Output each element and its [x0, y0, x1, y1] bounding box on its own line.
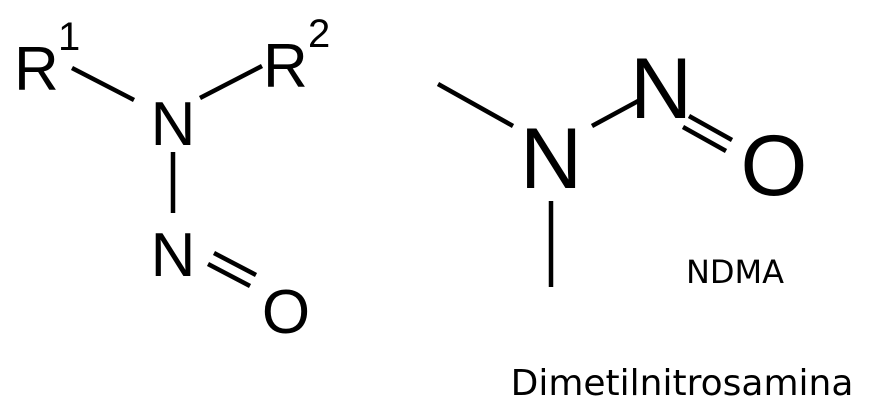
- ndma-full-name-label: Dimetilnitrosamina: [511, 363, 854, 404]
- nitroso-oxygen-label: O: [262, 278, 310, 347]
- r2-atom-label: R: [263, 32, 308, 101]
- r2-superscript: 2: [308, 12, 330, 56]
- r1-superscript: 1: [58, 15, 80, 59]
- ndma-nitroso-oxygen-label: O: [741, 118, 808, 214]
- ndma-nitroso-nitrogen-label: N: [630, 41, 692, 137]
- ndma-amine-nitrogen-label: N: [520, 111, 582, 207]
- bond-n-r2: [198, 64, 264, 100]
- nitroso-nitrogen-label: N: [151, 221, 196, 290]
- bond-n-o-double-b: [212, 251, 258, 277]
- bond-n-o-double-a: [206, 262, 252, 288]
- amine-nitrogen-label: N: [151, 90, 196, 159]
- bond-r1-n: [70, 66, 136, 102]
- bond-n-o-double-a: [687, 114, 734, 142]
- bond-methyl-n: [436, 82, 515, 128]
- r1-atom-label: R: [14, 35, 59, 104]
- ndma-structure: N N O: [436, 41, 808, 287]
- bond-n-o-double-b: [681, 125, 728, 153]
- general-nitrosamine-structure: R 1 R 2 N N O: [14, 12, 330, 347]
- ndma-abbreviation-label: NDMA: [686, 253, 784, 291]
- bond-n-n: [590, 98, 642, 128]
